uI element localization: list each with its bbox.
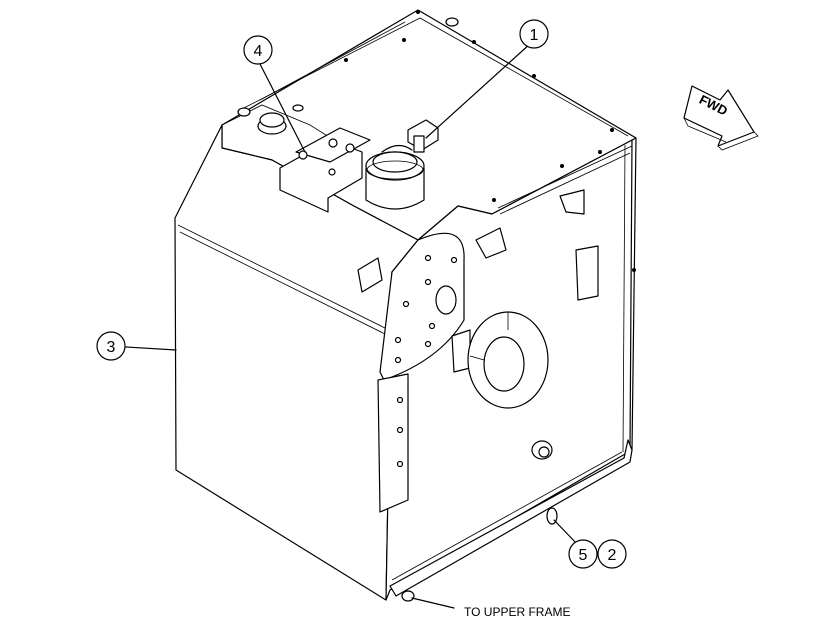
leader-lines [125,42,579,609]
callout-4-label: 4 [254,43,263,60]
callout-2-label: 2 [608,547,617,564]
callout-5: 5 [568,539,598,569]
upper-frame-note: TO UPPER FRAME [464,605,570,619]
callout-1: 1 [519,19,549,49]
note-text: TO UPPER FRAME [464,605,570,619]
callout-3-label: 3 [107,339,116,356]
bottom-skid [389,439,633,602]
callout-4: 4 [243,35,273,65]
fwd-arrow: FWD [683,85,759,151]
mount-plate [379,232,465,381]
vertical-strap [377,373,409,513]
callout-3: 3 [96,331,126,361]
tank-left-face [174,124,419,601]
skid-plate [389,439,633,597]
callout-2: 2 [597,539,627,569]
callout-5-label: 5 [579,547,588,564]
top-hardware [237,10,614,213]
callout-1-label: 1 [530,27,539,44]
side-hardware [357,189,636,513]
